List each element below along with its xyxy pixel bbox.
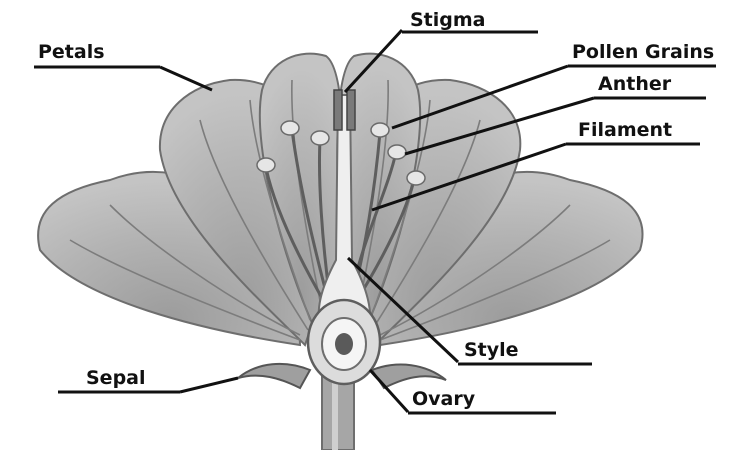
anther-3 [257, 158, 275, 172]
anther-5 [388, 145, 406, 159]
label-anther: Anther [598, 73, 672, 95]
sepal-left [238, 364, 310, 388]
label-filament: Filament [578, 119, 672, 141]
label-style: Style [464, 339, 519, 361]
label-petals: Petals [38, 41, 105, 63]
label-pollen-grains: Pollen Grains [572, 41, 714, 63]
ovule [335, 333, 353, 355]
stigma-tip-right [347, 90, 355, 130]
anther-2 [311, 131, 329, 145]
anther-6 [407, 171, 425, 185]
anther-4 [371, 123, 389, 137]
label-sepal: Sepal [86, 367, 146, 389]
label-ovary: Ovary [412, 388, 476, 410]
label-stigma: Stigma [410, 9, 486, 31]
stigma-tip-left [334, 90, 342, 130]
anther-1 [281, 121, 299, 135]
